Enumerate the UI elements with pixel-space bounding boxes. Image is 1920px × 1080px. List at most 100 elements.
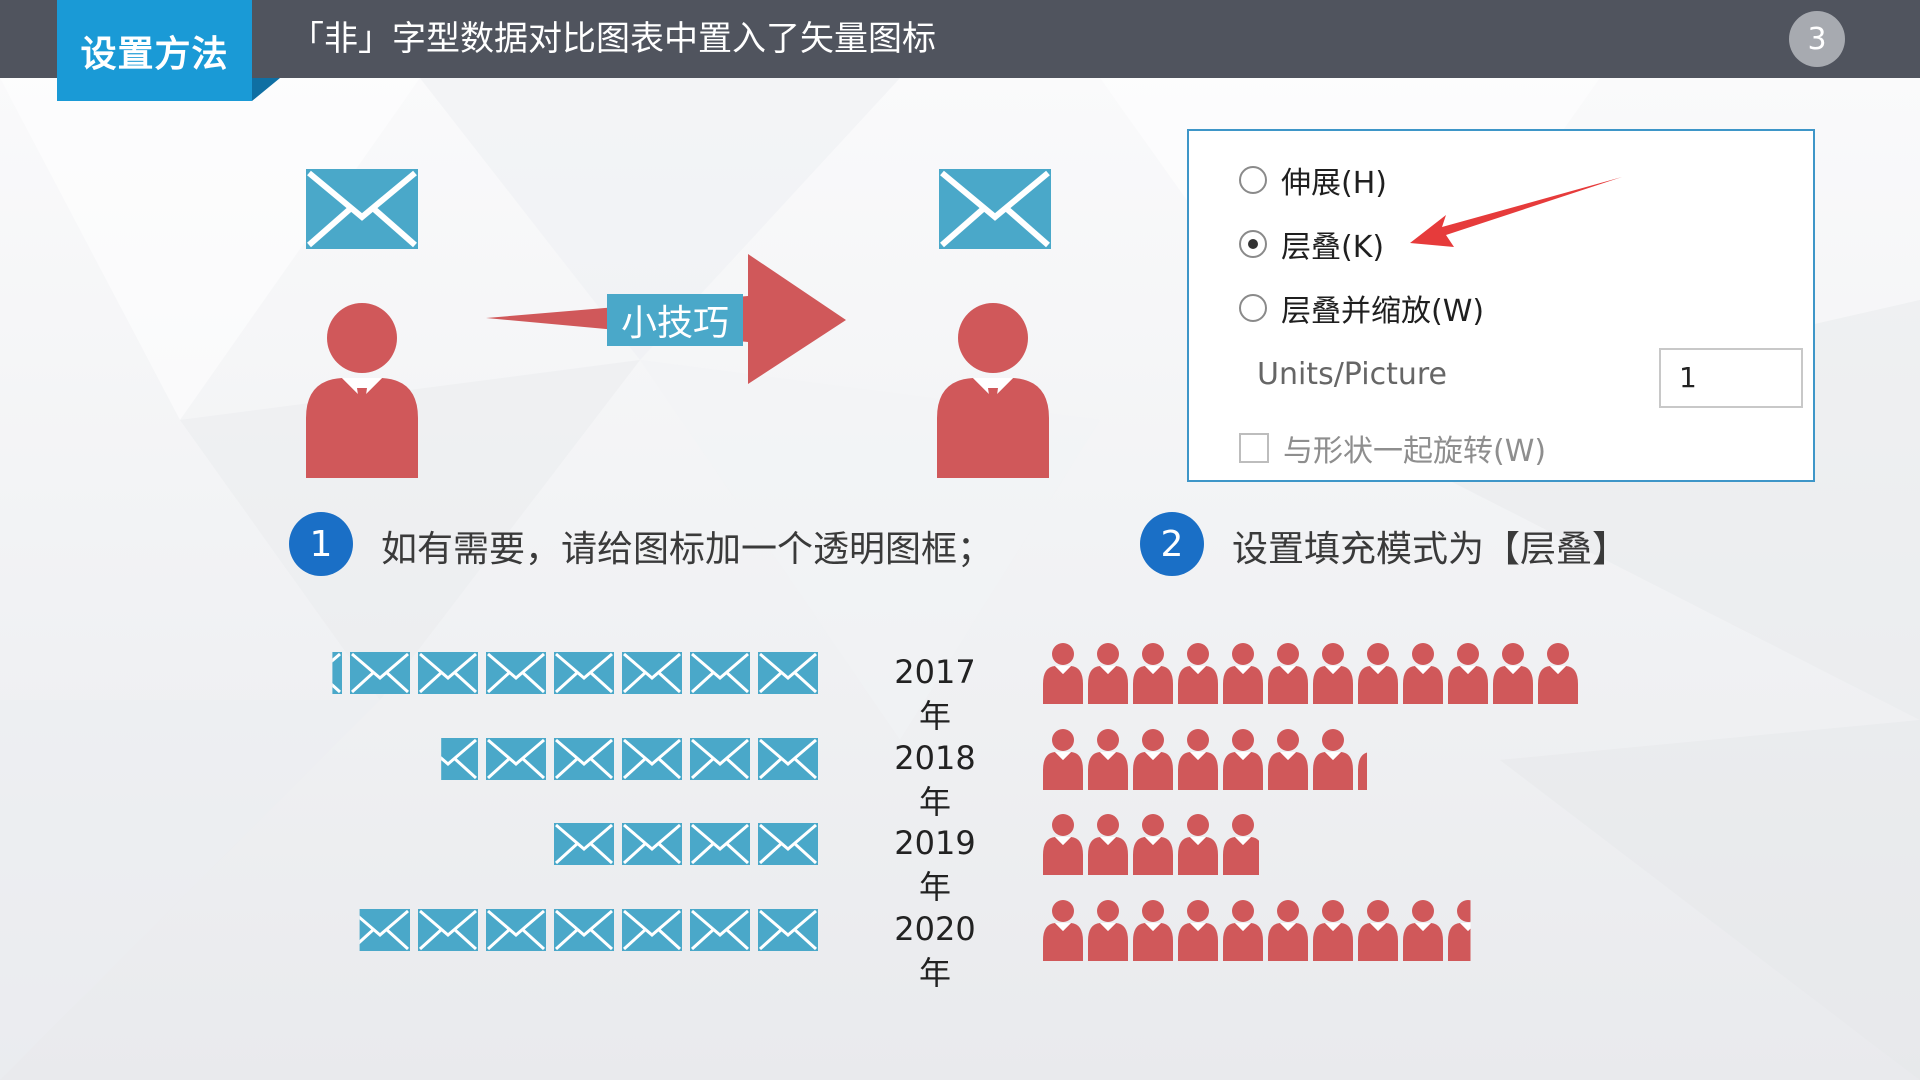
person-icon: [1088, 729, 1128, 790]
envelope-icon: [214, 652, 274, 694]
envelope-icon: [622, 652, 682, 694]
envelope-icon: [758, 738, 818, 780]
envelope-icon: [441, 738, 478, 780]
person-icon: [1178, 643, 1218, 704]
year-label: 2017年: [894, 653, 976, 735]
title-bar: [0, 0, 1920, 78]
person-bar: [1043, 814, 1259, 875]
envelope-icon: [554, 652, 614, 694]
person-icon: [1223, 814, 1259, 875]
step-2-badge: 2: [1140, 512, 1204, 576]
page-number-badge: 3: [1789, 11, 1845, 67]
option-stack-scale-label: 层叠并缩放(W): [1281, 294, 1485, 329]
person-icon: [1088, 814, 1128, 875]
units-label: Units/Picture: [1257, 357, 1447, 392]
person-icon: [1268, 900, 1308, 961]
person-icon: [1403, 900, 1443, 961]
person-icon: [1088, 643, 1128, 704]
person-icon: [1043, 814, 1083, 875]
person-icon: [1043, 643, 1083, 704]
arrow-label: 小技巧: [607, 294, 743, 346]
envelope-icon: [758, 823, 818, 865]
envelope-icon: [350, 652, 410, 694]
person-icon: [1133, 900, 1173, 961]
envelope-icon: [554, 909, 614, 951]
person-icon: [1403, 643, 1443, 704]
envelope-icon: [690, 823, 750, 865]
envelope-bar: [486, 823, 818, 865]
envelope-icon: [622, 909, 682, 951]
rotate-with-shape-label: 与形状一起旋转(W): [1283, 434, 1547, 469]
radio-stretch[interactable]: [1239, 166, 1267, 194]
envelope-icon: [418, 909, 478, 951]
envelope-icon: [758, 652, 818, 694]
envelope-icon: [486, 909, 546, 951]
envelope-icon: [359, 909, 410, 951]
person-icon: [1133, 643, 1173, 704]
envelope-icon: [332, 652, 342, 694]
envelope-icon: [690, 738, 750, 780]
envelope-icon: [758, 909, 818, 951]
radio-stack-scale[interactable]: [1239, 294, 1267, 322]
option-stretch[interactable]: 伸展(H): [1239, 160, 1387, 201]
envelope-icon: [690, 652, 750, 694]
year-label: 2019年: [894, 824, 976, 906]
option-stack-scale[interactable]: 层叠并缩放(W): [1239, 288, 1485, 329]
envelope-icon: [622, 738, 682, 780]
person-icon: [1223, 900, 1263, 961]
envelope-bar: [282, 909, 818, 951]
envelope-icon: [554, 823, 614, 865]
option-stack[interactable]: 层叠(K): [1239, 224, 1385, 265]
year-label: 2018年: [894, 739, 976, 821]
person-bar: [1043, 643, 1578, 704]
person-icon: [1178, 900, 1218, 961]
radio-stack[interactable]: [1239, 230, 1267, 258]
envelope-icon: [554, 738, 614, 780]
person-icon: [1538, 643, 1578, 704]
envelope-icon: [486, 652, 546, 694]
person-icon: [1223, 643, 1263, 704]
envelope-icon: [282, 909, 342, 951]
section-tab-fold: [252, 78, 280, 101]
person-icon: [1133, 814, 1173, 875]
rotate-with-shape-checkbox[interactable]: [1239, 433, 1269, 463]
person-icon: [1088, 900, 1128, 961]
person-icon: [1043, 729, 1083, 790]
person-icon: [1448, 900, 1471, 961]
person-bar: [1043, 900, 1471, 961]
person-icon: [1358, 900, 1398, 961]
person-icon: [1358, 643, 1398, 704]
person-icon: [1358, 752, 1367, 790]
person-icon: [1313, 729, 1353, 790]
person-icon: [1178, 729, 1218, 790]
person-icon: [1313, 900, 1353, 961]
section-tab: 设置方法: [57, 0, 252, 101]
option-stack-label: 层叠(K): [1281, 230, 1385, 265]
envelope-icon: [690, 909, 750, 951]
year-label: 2020年: [894, 910, 976, 992]
option-stretch-label: 伸展(H): [1281, 166, 1387, 201]
step-2-text: 设置填充模式为【层叠】: [1232, 529, 1629, 570]
person-bar: [1043, 729, 1367, 790]
person-icon: [1493, 643, 1533, 704]
slide-title: 「非」字型数据对比图表中置入了矢量图标: [290, 19, 936, 59]
step-1-text: 如有需要，请给图标加一个透明图框；: [381, 529, 994, 570]
envelope-bar: [214, 652, 818, 694]
envelope-icon: [350, 738, 410, 780]
person-icon: [1268, 643, 1308, 704]
person-icon: [1223, 729, 1263, 790]
envelope-icon: [486, 738, 546, 780]
person-icon: [1178, 814, 1218, 875]
rotate-with-shape-option[interactable]: 与形状一起旋转(W): [1239, 428, 1547, 469]
envelope-icon: [622, 823, 682, 865]
fill-mode-dialog: 伸展(H) 层叠(K) 层叠并缩放(W) Units/Picture 1 与形状…: [1187, 129, 1815, 482]
step-1-badge: 1: [289, 512, 353, 576]
envelope-icon: [418, 652, 478, 694]
envelope-icon: [486, 823, 546, 865]
person-icon: [1313, 643, 1353, 704]
units-input[interactable]: 1: [1659, 348, 1803, 408]
person-icon: [1043, 900, 1083, 961]
person-icon: [1133, 729, 1173, 790]
red-pointer-arrow-icon: [1410, 177, 1622, 247]
